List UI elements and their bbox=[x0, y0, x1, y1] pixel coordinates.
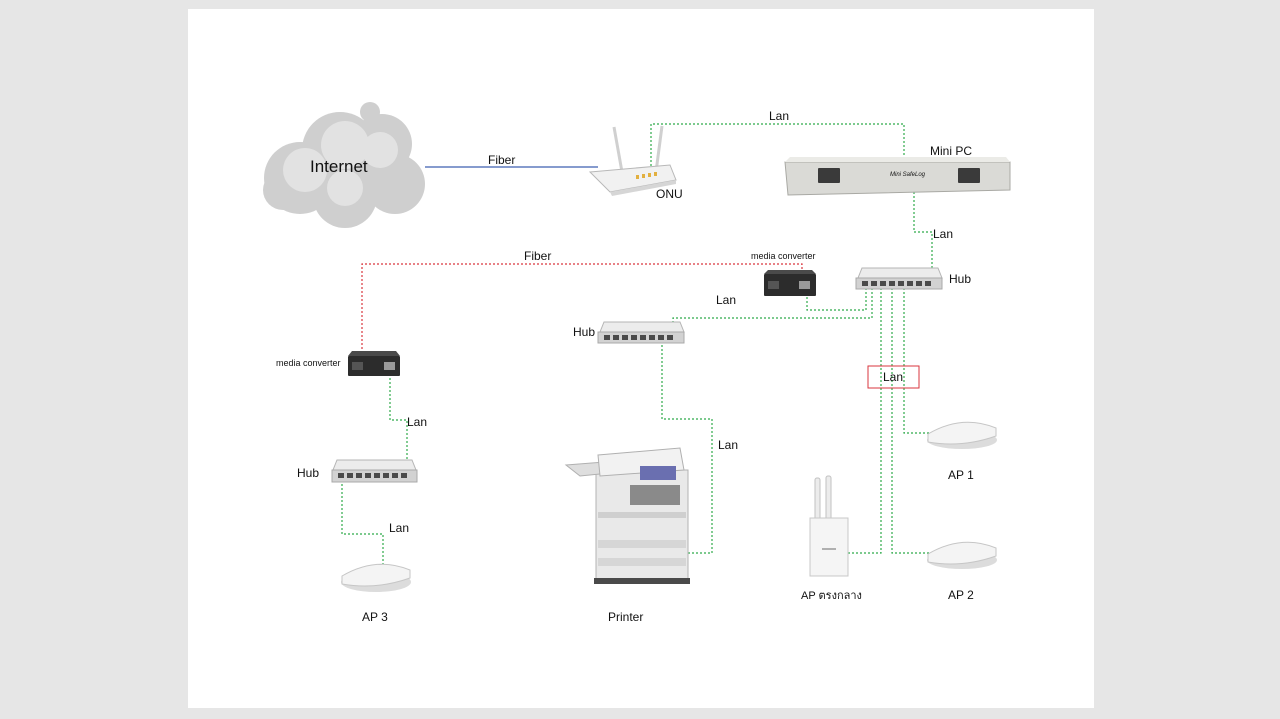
hub-left-label: Hub bbox=[297, 466, 319, 480]
cloud-icon bbox=[263, 102, 425, 228]
lan-hub-mid-printer bbox=[661, 345, 713, 554]
media-converter-left-icon bbox=[348, 351, 400, 376]
lan-mc-right-label: Lan bbox=[716, 293, 736, 307]
lan-hub-left-ap3-label: Lan bbox=[389, 521, 409, 535]
ap2-label: AP 2 bbox=[948, 588, 974, 602]
onu-router-icon bbox=[588, 125, 677, 196]
ap-outdoor-label: AP ตรงกลาง bbox=[801, 590, 862, 602]
mini-pc-brand-label: Mini SafeLog bbox=[890, 172, 926, 178]
lan-highlight-box bbox=[867, 365, 920, 389]
hub-left-icon bbox=[331, 459, 418, 483]
lan-hub-main-ap-outdoor bbox=[848, 288, 882, 554]
mini-pc-icon: Mini SafeLog bbox=[784, 157, 1011, 196]
lan-mc-hub-main bbox=[806, 288, 867, 311]
printer-label: Printer bbox=[608, 610, 643, 624]
ap1-label: AP 1 bbox=[948, 468, 974, 482]
lan-minipc-hub-label: Lan bbox=[933, 227, 953, 241]
ap1-icon bbox=[927, 421, 997, 449]
media-converter-right-label: media converter bbox=[751, 251, 816, 261]
internet-label: Internet bbox=[310, 157, 368, 176]
onu-label: ONU bbox=[656, 187, 683, 201]
ap3-label: AP 3 bbox=[362, 610, 388, 624]
lan-mc-left-label: Lan bbox=[407, 415, 427, 429]
lan-printer-label: Lan bbox=[718, 438, 738, 452]
fiber-mc-right-mc-left bbox=[361, 263, 803, 357]
mini-pc-label: Mini PC bbox=[930, 144, 972, 158]
lan-top-label: Lan bbox=[769, 109, 789, 123]
media-converter-left-label: media converter bbox=[276, 358, 341, 368]
hub-mid-icon bbox=[597, 321, 685, 344]
fiber-mid-label: Fiber bbox=[524, 249, 551, 263]
lan-hub-main-ap2 bbox=[891, 288, 930, 554]
lan-hub-main-hub-mid bbox=[672, 288, 873, 330]
fiber-top-label: Fiber bbox=[488, 153, 515, 167]
printer-icon bbox=[564, 447, 690, 584]
lan-mc-left-hub-left bbox=[389, 374, 408, 470]
ap3-icon bbox=[341, 563, 411, 592]
lan-hub-main-ap1 bbox=[903, 288, 930, 434]
hub-main-icon bbox=[855, 267, 943, 290]
lan-hub-left-ap3 bbox=[341, 480, 384, 568]
hub-main-label: Hub bbox=[949, 272, 971, 286]
ap2-icon bbox=[927, 541, 997, 569]
lan-boxed-label: Lan bbox=[883, 370, 903, 384]
hub-mid-label: Hub bbox=[573, 325, 595, 339]
media-converter-right-icon bbox=[764, 270, 816, 296]
lan-minipc-hub bbox=[913, 188, 933, 278]
ap-outdoor-icon bbox=[809, 475, 849, 577]
lan-onu-minipc bbox=[650, 123, 905, 178]
